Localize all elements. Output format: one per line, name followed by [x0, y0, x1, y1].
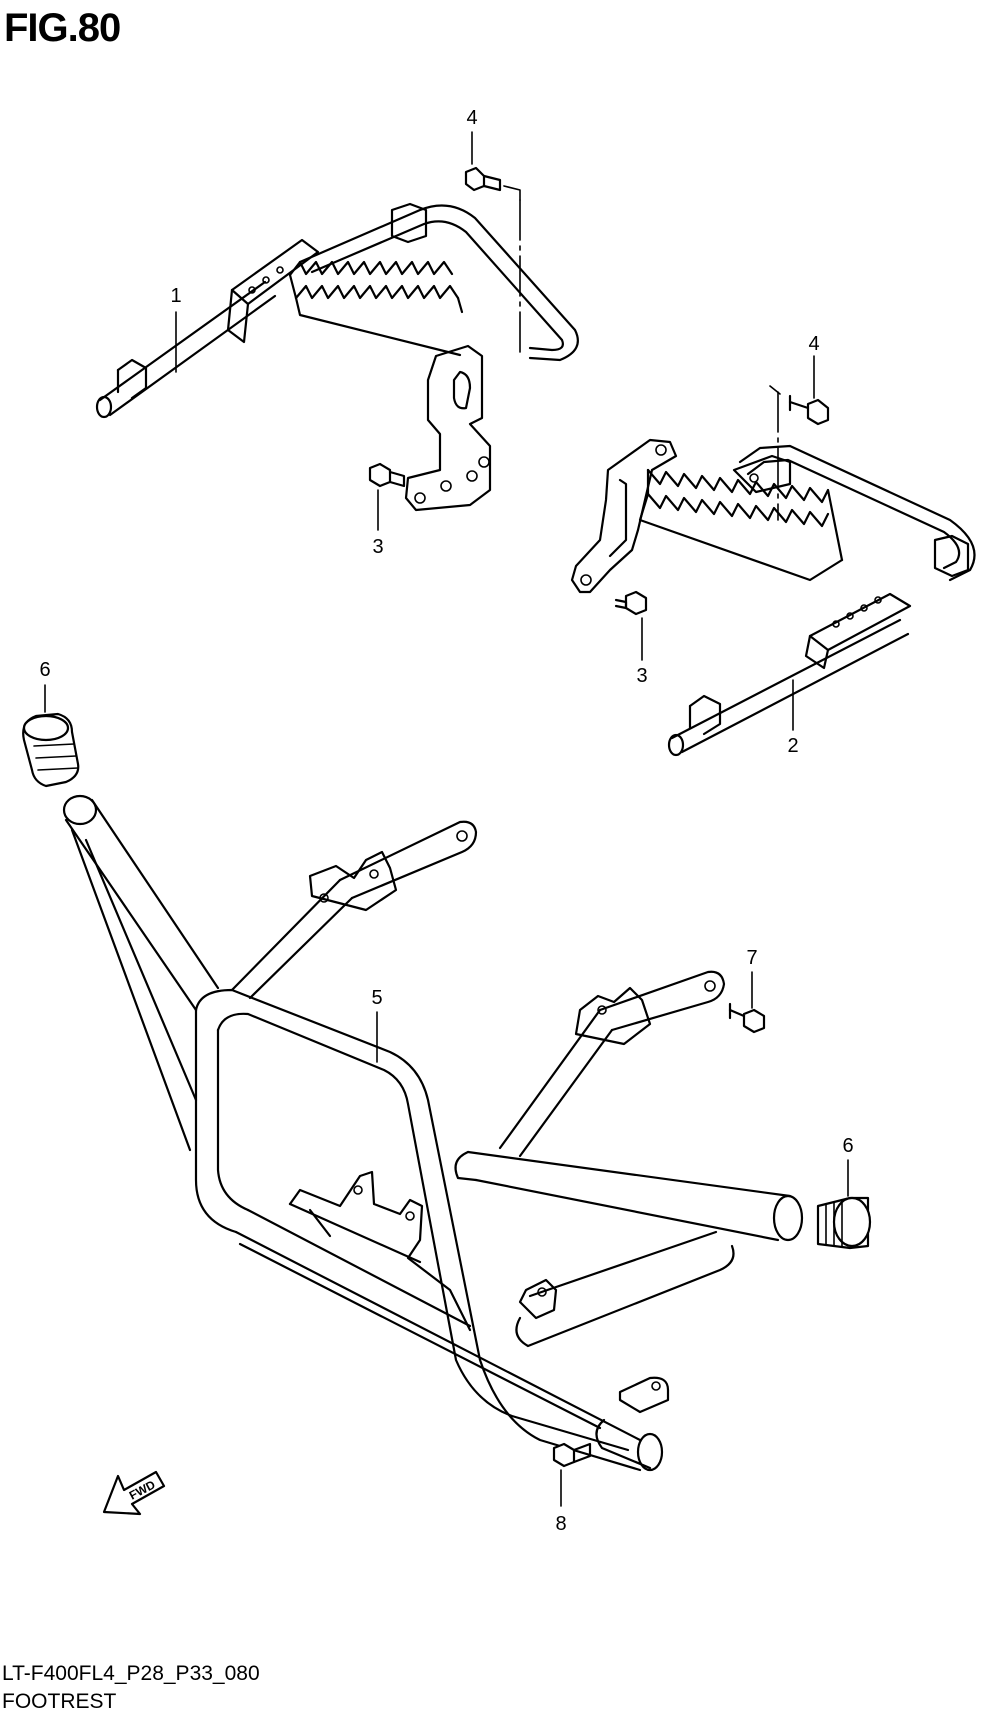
- figure-title: FIG.80: [4, 6, 121, 50]
- diagram-code: LT-F400FL4_P28_P33_080: [2, 1662, 260, 1685]
- bumper-frame: [62, 794, 804, 1472]
- callout-5-label: 5: [371, 987, 382, 1009]
- bolt-4-right: [769, 385, 830, 521]
- fwd-arrow-icon: FWD: [102, 1470, 166, 1516]
- bolt-4-left: [464, 166, 521, 353]
- callout-4-right-label: 4: [808, 333, 819, 355]
- callout-2-label: 2: [787, 735, 798, 757]
- callout-6-top-label: 6: [39, 659, 50, 681]
- footrest-bracket-right: [570, 438, 976, 757]
- diagram-name: FOOTREST: [2, 1690, 117, 1713]
- cap-6-top: [22, 712, 80, 788]
- callout-7-label: 7: [746, 947, 757, 969]
- bolt-3-right: [614, 590, 648, 661]
- callout-1-label: 1: [170, 285, 181, 307]
- callout-4-left-label: 4: [466, 107, 477, 129]
- bolt-8: [552, 1442, 592, 1507]
- callout-6-right-label: 6: [842, 1135, 853, 1157]
- footrest-bracket-left: [95, 202, 579, 512]
- bolt-7: [728, 1002, 766, 1034]
- callout-3-right-label: 3: [636, 665, 647, 687]
- cap-6-right: [816, 1196, 872, 1250]
- bolt-3-left: [368, 462, 406, 531]
- callout-3-left-label: 3: [372, 536, 383, 558]
- callout-8-label: 8: [555, 1513, 566, 1535]
